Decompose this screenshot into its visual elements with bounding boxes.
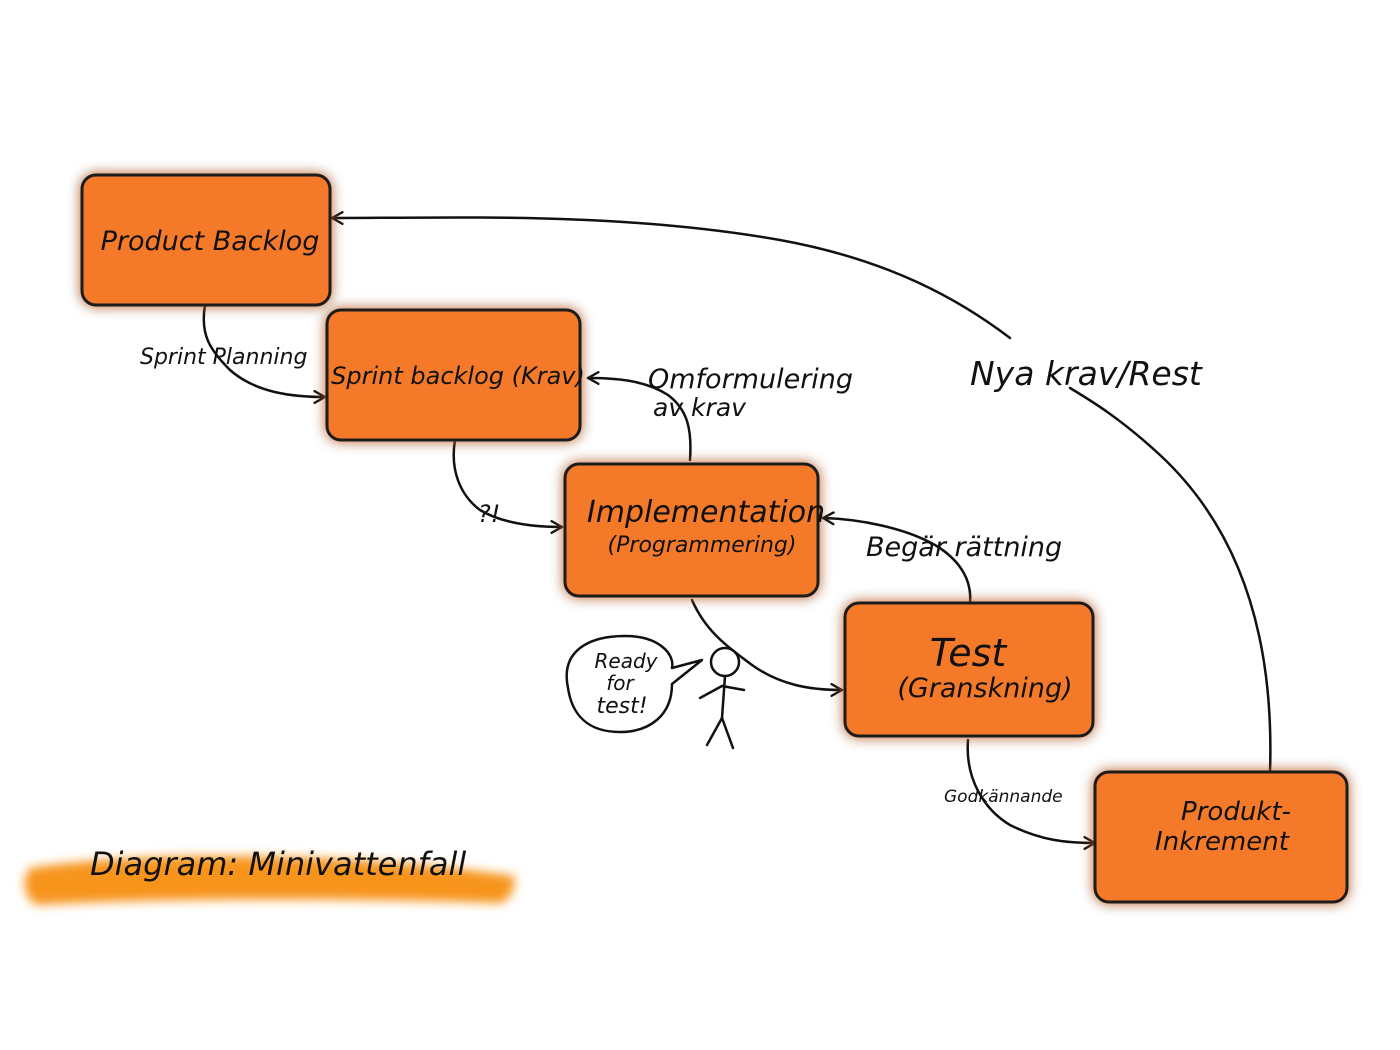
node-implementation-label-2: (Programmering)	[608, 533, 797, 558]
speech-bubble-line-2: for	[606, 671, 635, 695]
edge-implementation-to-test	[690, 598, 844, 697]
caption-text: Diagram: Minivattenfall	[90, 845, 466, 883]
edge-test-to-implementation	[821, 511, 972, 605]
edge-sprint-to-implementation	[452, 438, 564, 534]
node-produkt-inkrement-label-1: Produkt-	[1181, 797, 1291, 827]
node-test: Test (Granskning)	[843, 601, 1095, 738]
edge-product-to-sprint	[202, 303, 327, 404]
node-test-label-1: Test	[930, 631, 1009, 675]
speech-bubble-line-3: test!	[596, 694, 647, 719]
node-sprint-backlog-label: Sprint backlog (Krav)	[331, 362, 585, 390]
edge-label-omformulering-2: av krav	[653, 393, 747, 422]
edge-produkt-to-backlog-upper	[330, 210, 1012, 340]
node-product-backlog: Product Backlog	[80, 173, 332, 307]
stick-figure-icon	[698, 646, 746, 750]
node-sprint-backlog: Sprint backlog (Krav)	[325, 308, 585, 442]
node-implementation-label-1: Implementation	[587, 495, 825, 530]
edge-label-godkannande: Godkännande	[944, 787, 1063, 807]
node-produkt-inkrement-label-2: Inkrement	[1155, 827, 1290, 857]
node-test-label-2: (Granskning)	[897, 673, 1072, 704]
node-produkt-inkrement: Produkt- Inkrement	[1093, 770, 1349, 904]
edge-label-omformulering-1: Omformulering	[648, 364, 853, 395]
edge-label-sprint-planning: Sprint Planning	[140, 345, 307, 370]
edge-label-begar-rattning: Begär rättning	[866, 532, 1062, 563]
edge-produkt-to-backlog	[1068, 386, 1272, 774]
edge-implementation-to-sprint	[586, 371, 692, 462]
speech-bubble: Ready for test!	[565, 634, 704, 734]
edge-label-nya-krav: Nya krav/Rest	[970, 354, 1203, 393]
caption: Diagram: Minivattenfall	[24, 845, 515, 905]
caption-highlight	[24, 856, 515, 905]
speech-bubble-line-1: Ready	[595, 649, 659, 673]
node-implementation: Implementation (Programmering)	[563, 462, 825, 598]
node-product-backlog-label: Product Backlog	[101, 226, 320, 257]
edge-test-to-produkt	[966, 738, 1097, 850]
edge-label-question: ?!	[478, 500, 500, 528]
